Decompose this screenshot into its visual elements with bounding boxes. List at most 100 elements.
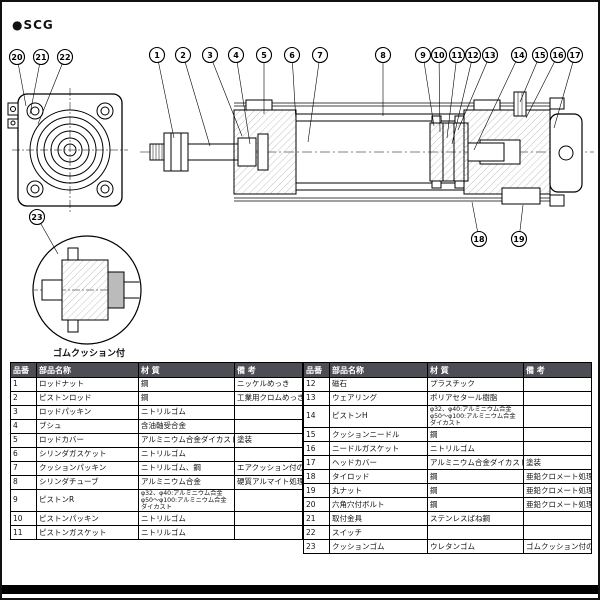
callout-number-13: 13 [484,51,495,60]
cell-part-name: ピストンH [329,404,428,429]
column-header: 材 質 [138,362,235,378]
table-header-row: 品番部品名称材 質備 考 [303,362,592,378]
callout-number-6: 6 [289,51,295,60]
callout-number-3: 3 [207,51,213,60]
cell-part-name: ピストンパッキン [36,511,139,527]
cell-part-name: ロッドナット [36,377,139,392]
column-header: 材 質 [427,362,524,378]
cell-part-name: ウェアリング [329,391,428,406]
cell-material: ニトリルゴム [427,441,524,457]
cell-part-no: 10 [10,511,37,527]
cell-part-no: 9 [10,488,37,513]
cell-part-name: クッションニードル [329,427,428,443]
cell-part-name: シリンダチューブ [36,475,139,490]
callout-balloon-15 [531,46,549,64]
callout-balloon-11 [448,46,466,64]
callout-number-17: 17 [569,51,580,60]
cell-note [523,525,592,541]
cell-part-name: ロッドパッキン [36,405,139,420]
callout-number-1: 1 [154,51,160,60]
callout-balloon-21 [32,48,50,66]
cell-material: ポリアセタール樹脂 [427,391,524,406]
cell-part-no: 14 [303,404,330,429]
cell-note: 塗装 [523,455,592,471]
cell-part-name: タイロッド [329,469,428,485]
callout-balloon-4 [227,46,245,64]
callout-balloon-20 [8,48,26,66]
cell-note: ゴムクッション付のみ [523,539,592,555]
cell-part-no: 19 [303,483,330,499]
cell-part-no: 8 [10,475,37,490]
callout-number-11: 11 [451,51,463,60]
callout-number-7: 7 [317,51,323,60]
cell-part-name: ニードルガスケット [329,441,428,457]
cell-material: アルミニウム合金ダイカスト [427,455,524,471]
callout-balloon-23 [28,208,46,226]
cell-material: ウレタンゴム [427,539,524,555]
cell-part-name: ピストンロッド [36,391,139,406]
callout-number-16: 16 [552,51,564,60]
cell-part-no: 5 [10,433,37,448]
callout-balloon-6 [283,46,301,64]
callout-balloon-3 [201,46,219,64]
cell-material: 鋼 [138,391,235,406]
cell-note [234,419,303,434]
callout-balloon-8 [374,46,392,64]
column-header: 品番 [10,362,37,378]
callout-balloon-2 [174,46,192,64]
front-view [7,88,128,212]
cell-part-name: クッションパッキン [36,461,139,476]
callout-number-15: 15 [534,51,546,60]
cell-part-name: 六角穴付ボルト [329,497,428,513]
callout-balloon-18 [470,230,488,248]
cell-part-no: 6 [10,447,37,462]
cell-material: プラスチック [427,377,524,392]
detail-view [32,235,142,345]
cell-note [234,405,303,420]
callout-balloon-22 [56,48,74,66]
cell-material: 鋼 [427,469,524,485]
cell-note: 硬質アルマイト処理 [234,475,303,490]
cell-part-name: ピストンR [36,488,139,513]
callout-balloon-1 [148,46,166,64]
cell-note [234,525,303,541]
callout-number-12: 12 [467,51,478,60]
cell-part-no: 13 [303,391,330,406]
callout-balloon-19 [510,230,528,248]
callout-number-4: 4 [233,51,239,60]
cell-part-no: 11 [10,525,37,541]
callout-number-5: 5 [261,51,267,60]
page-title: ●SCG [12,18,54,32]
cell-note: ニッケルめっき [234,377,303,392]
cell-note: エアクッション付のみ [234,461,303,476]
cell-part-no: 17 [303,455,330,471]
callout-balloon-17 [566,46,584,64]
callout-balloon-12 [464,46,482,64]
cell-part-name: 取付金具 [329,511,428,527]
callout-balloon-14 [510,46,528,64]
column-header: 部品名称 [36,362,139,378]
cell-material: 鋼 [427,427,524,443]
cell-part-no: 16 [303,441,330,457]
detail-caption: ゴムクッション付 [52,349,125,359]
callout-number-14: 14 [513,51,525,60]
cell-material: ニトリルゴム [138,525,235,541]
cell-note: 工業用クロムめっき [234,391,303,406]
cell-note [234,511,303,527]
cell-note: 亜鉛クロメート処理 [523,497,592,513]
